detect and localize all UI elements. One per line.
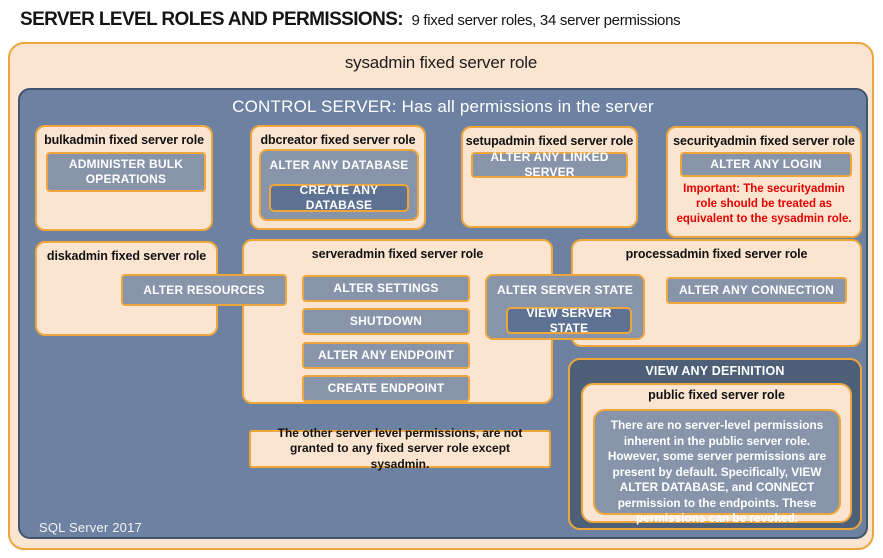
control-server-box: CONTROL SERVER: Has all permissions in t… bbox=[18, 88, 868, 539]
setupadmin-role-box: setupadmin fixed server role ALTER ANY L… bbox=[461, 126, 638, 228]
permission-alter-any-database: ALTER ANY DATABASE CREATE ANY DATABASE bbox=[259, 149, 419, 221]
permission-administer-bulk-operations: ADMINISTER BULK OPERATIONS bbox=[46, 152, 206, 192]
permission-view-any-definition: VIEW ANY DEFINITION bbox=[645, 364, 785, 378]
permission-alter-settings: ALTER SETTINGS bbox=[302, 275, 470, 302]
securityadmin-role-box: securityadmin fixed server role ALTER AN… bbox=[666, 126, 862, 238]
permission-alter-resources: ALTER RESOURCES bbox=[121, 274, 287, 306]
setupadmin-role-label: setupadmin fixed server role bbox=[465, 134, 634, 148]
view-any-definition-box: VIEW ANY DEFINITION public fixed server … bbox=[568, 358, 862, 530]
other-permissions-note: The other server level permissions, are … bbox=[249, 426, 551, 471]
securityadmin-warning-text: Important: The securityadmin role should… bbox=[676, 183, 852, 225]
bulkadmin-role-box: bulkadmin fixed server role ADMINISTER B… bbox=[35, 125, 213, 231]
footer-version-label: SQL Server 2017 bbox=[39, 520, 142, 535]
permission-create-endpoint: CREATE ENDPOINT bbox=[302, 375, 470, 402]
public-role-box: public fixed server role There are no se… bbox=[581, 383, 852, 525]
permission-alter-server-state-label: ALTER SERVER STATE bbox=[496, 283, 634, 297]
permission-create-any-database: CREATE ANY DATABASE bbox=[269, 183, 409, 212]
control-server-label: CONTROL SERVER: Has all permissions in t… bbox=[232, 97, 654, 116]
page-title-main: SERVER LEVEL ROLES AND PERMISSIONS: bbox=[20, 9, 404, 30]
permission-shutdown: SHUTDOWN bbox=[302, 308, 470, 335]
dbcreator-role-box: dbcreator fixed server role ALTER ANY DA… bbox=[250, 125, 426, 230]
permission-alter-any-database-label: ALTER ANY DATABASE bbox=[269, 158, 409, 172]
permission-alter-any-linked-server: ALTER ANY LINKED SERVER bbox=[471, 150, 628, 179]
public-role-description: There are no server-level permissions in… bbox=[593, 409, 841, 525]
processadmin-role-label: processadmin fixed server role bbox=[625, 247, 808, 261]
bulkadmin-role-label: bulkadmin fixed server role bbox=[44, 133, 204, 147]
permission-alter-any-connection: ALTER ANY CONNECTION bbox=[666, 277, 847, 304]
permission-view-server-state: VIEW SERVER STATE bbox=[506, 306, 632, 335]
permission-alter-any-endpoint: ALTER ANY ENDPOINT bbox=[302, 342, 470, 369]
sysadmin-role-label: sysadmin fixed server role bbox=[344, 53, 538, 72]
page-title-subtitle: 9 fixed server roles, 34 server permissi… bbox=[411, 12, 681, 29]
page-title: SERVER LEVEL ROLES AND PERMISSIONS: 9 fi… bbox=[20, 9, 681, 31]
permission-alter-server-state: ALTER SERVER STATE VIEW SERVER STATE bbox=[485, 274, 645, 340]
securityadmin-role-label: securityadmin fixed server role bbox=[673, 134, 855, 148]
dbcreator-role-label: dbcreator fixed server role bbox=[260, 133, 416, 147]
permission-alter-any-login: ALTER ANY LOGIN bbox=[680, 152, 852, 177]
serveradmin-role-label: serveradmin fixed server role bbox=[311, 247, 484, 261]
diskadmin-role-label: diskadmin fixed server role bbox=[46, 249, 207, 263]
sysadmin-role-box: sysadmin fixed server role CONTROL SERVE… bbox=[8, 42, 874, 550]
public-role-label: public fixed server role bbox=[648, 388, 785, 402]
